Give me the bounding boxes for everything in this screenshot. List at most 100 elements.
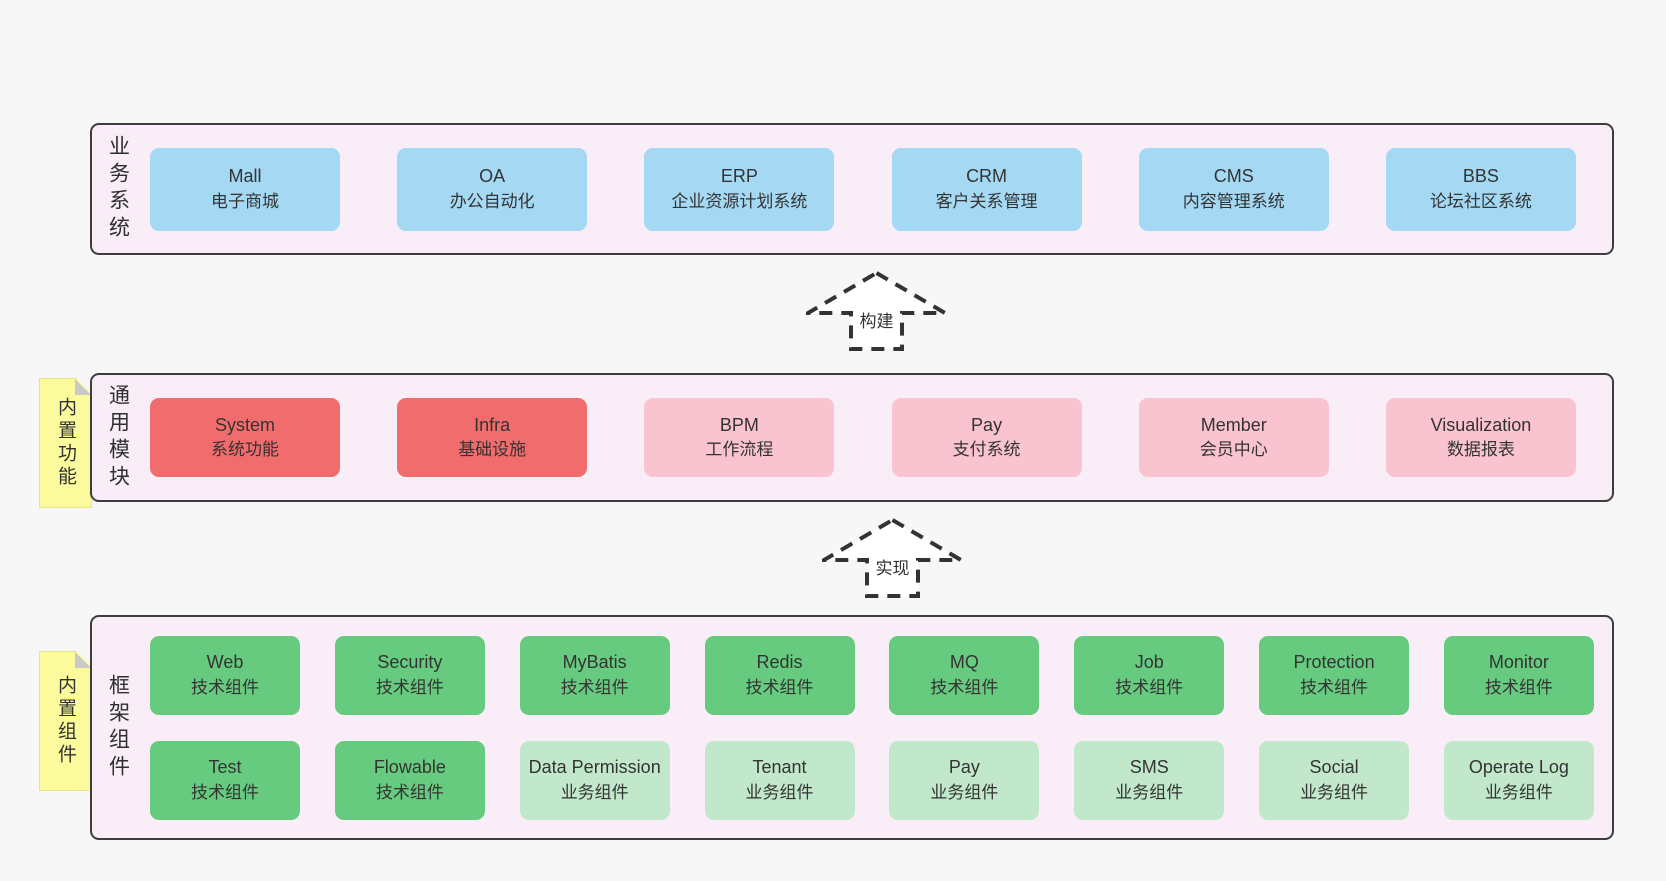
box-subtitle: 技术组件 (1484, 677, 1553, 697)
note-fold-icon (75, 652, 91, 668)
components-boxes-area: Web 技术组件 Security 技术组件 MyBatis 技术组件 Redi… (144, 617, 1612, 838)
box-subtitle: 电子商城 (211, 191, 279, 211)
box-subtitle: 技术组件 (560, 677, 629, 697)
box-title: MyBatis (562, 652, 627, 673)
box-crm: CRM 客户关系管理 (891, 147, 1082, 231)
box-subtitle: 系统功能 (211, 440, 279, 460)
box-title: ERP (720, 166, 758, 187)
box-system: System 系统功能 (150, 398, 340, 477)
box-subtitle: 会员中心 (1199, 440, 1268, 460)
box-tenant: Tenant 业务组件 (704, 740, 855, 820)
box-title: Security (377, 652, 443, 673)
box-subtitle: 数据报表 (1446, 440, 1515, 460)
box-subtitle: 基础设施 (458, 440, 527, 460)
box-subtitle: 技术组件 (191, 677, 259, 697)
box-data-permission: Data Permission 业务组件 (519, 740, 670, 820)
box-title: Pay (948, 757, 980, 778)
note-fold-icon (75, 379, 91, 395)
box-subtitle: 业务组件 (1300, 782, 1369, 802)
common-modules-panel: 通用模块 System 系统功能 Infra 基础设施 BPM 工作流程 Pay (90, 373, 1614, 502)
box-pay-biz: Pay 业务组件 (889, 740, 1040, 820)
build-arrow-label: 构建 (857, 311, 896, 333)
box-oa: OA 办公自动化 (397, 147, 588, 231)
box-title: Redis (756, 652, 803, 673)
common-modules-label: 通用模块 (106, 383, 130, 492)
box-subtitle: 客户关系管理 (935, 191, 1038, 211)
box-title: Operate Log (1468, 757, 1569, 778)
box-title: Mall (228, 166, 262, 187)
box-subtitle: 内容管理系统 (1182, 191, 1285, 211)
box-subtitle: 业务组件 (1484, 782, 1553, 802)
box-subtitle: 技术组件 (745, 677, 814, 697)
box-subtitle: 论坛社区系统 (1429, 191, 1532, 211)
business-systems-panel: 业务系统 Mall 电子商城 OA 办公自动化 ERP 企业资源计划系统 CRM (90, 123, 1614, 255)
box-visualization: Visualization 数据报表 (1385, 398, 1576, 477)
business-systems-label: 业务系统 (106, 135, 130, 243)
box-mybatis: MyBatis 技术组件 (519, 635, 670, 715)
box-title: Data Permission (528, 757, 661, 778)
box-web: Web 技术组件 (150, 635, 300, 715)
box-title: Visualization (1430, 414, 1532, 435)
box-erp: ERP 企业资源计划系统 (644, 147, 835, 231)
components-row-1: Web 技术组件 Security 技术组件 MyBatis 技术组件 Redi… (144, 635, 1612, 715)
box-subtitle: 支付系统 (952, 440, 1021, 460)
box-job: Job 技术组件 (1074, 635, 1225, 715)
panel-label-column: 业务系统 (92, 125, 144, 253)
box-subtitle: 技术组件 (1300, 677, 1369, 697)
box-subtitle: 业务组件 (745, 782, 814, 802)
box-subtitle: 技术组件 (191, 782, 259, 802)
panel-label-column: 框架组件 (92, 617, 144, 838)
box-flowable: Flowable 技术组件 (334, 740, 485, 820)
modules-boxes-row: System 系统功能 Infra 基础设施 BPM 工作流程 Pay 支付系统… (144, 398, 1612, 477)
box-mq: MQ 技术组件 (889, 635, 1040, 715)
box-subtitle: 业务组件 (930, 782, 999, 802)
box-title: SMS (1129, 757, 1169, 778)
box-monitor: Monitor 技术组件 (1443, 635, 1594, 715)
box-subtitle: 技术组件 (1115, 677, 1184, 697)
box-subtitle: 业务组件 (560, 782, 629, 802)
box-title: Social (1309, 757, 1359, 778)
box-subtitle: 技术组件 (375, 677, 444, 697)
box-title: CRM (966, 166, 1008, 187)
box-bbs: BBS 论坛社区系统 (1385, 147, 1576, 231)
framework-components-panel: 框架组件 Web 技术组件 Security 技术组件 MyBatis 技术组件… (90, 615, 1614, 840)
implement-arrow: 实现 (822, 518, 963, 598)
framework-components-label: 框架组件 (106, 673, 130, 782)
panel-label-column: 通用模块 (92, 375, 144, 500)
box-subtitle: 技术组件 (375, 782, 444, 802)
business-boxes-area: Mall 电子商城 OA 办公自动化 ERP 企业资源计划系统 CRM 客户关系… (144, 125, 1612, 253)
box-title: Monitor (1488, 652, 1549, 673)
box-protection: Protection 技术组件 (1259, 635, 1410, 715)
box-title: Job (1134, 652, 1164, 673)
box-title: Tenant (752, 757, 807, 778)
box-title: CMS (1213, 166, 1254, 187)
builtin-components-note-label: 内置组件 (55, 675, 76, 767)
box-title: Web (206, 652, 244, 673)
box-title: OA (479, 166, 506, 187)
box-member: Member 会员中心 (1138, 398, 1329, 477)
box-subtitle: 企业资源计划系统 (671, 191, 808, 211)
box-security: Security 技术组件 (334, 635, 485, 715)
box-title: Flowable (373, 757, 446, 778)
box-operate-log: Operate Log 业务组件 (1443, 740, 1594, 820)
box-mall: Mall 电子商城 (150, 147, 340, 231)
box-title: Protection (1293, 652, 1375, 673)
box-subtitle: 业务组件 (1115, 782, 1184, 802)
components-row-2: Test 技术组件 Flowable 技术组件 Data Permission … (144, 740, 1612, 820)
box-title: Test (208, 757, 242, 778)
box-infra: Infra 基础设施 (397, 398, 588, 477)
box-bpm: BPM 工作流程 (644, 398, 835, 477)
box-subtitle: 办公自动化 (449, 191, 535, 211)
implement-arrow-label: 实现 (873, 558, 912, 580)
build-arrow: 构建 (806, 271, 947, 351)
box-redis: Redis 技术组件 (704, 635, 855, 715)
box-title: System (214, 414, 275, 435)
box-title: BPM (719, 414, 759, 435)
builtin-features-note: 内置功能 (39, 378, 92, 508)
box-title: MQ (949, 652, 979, 673)
box-title: Pay (971, 414, 1003, 435)
box-cms: CMS 内容管理系统 (1138, 147, 1329, 231)
box-test: Test 技术组件 (150, 740, 300, 820)
builtin-features-note-label: 内置功能 (55, 397, 76, 489)
